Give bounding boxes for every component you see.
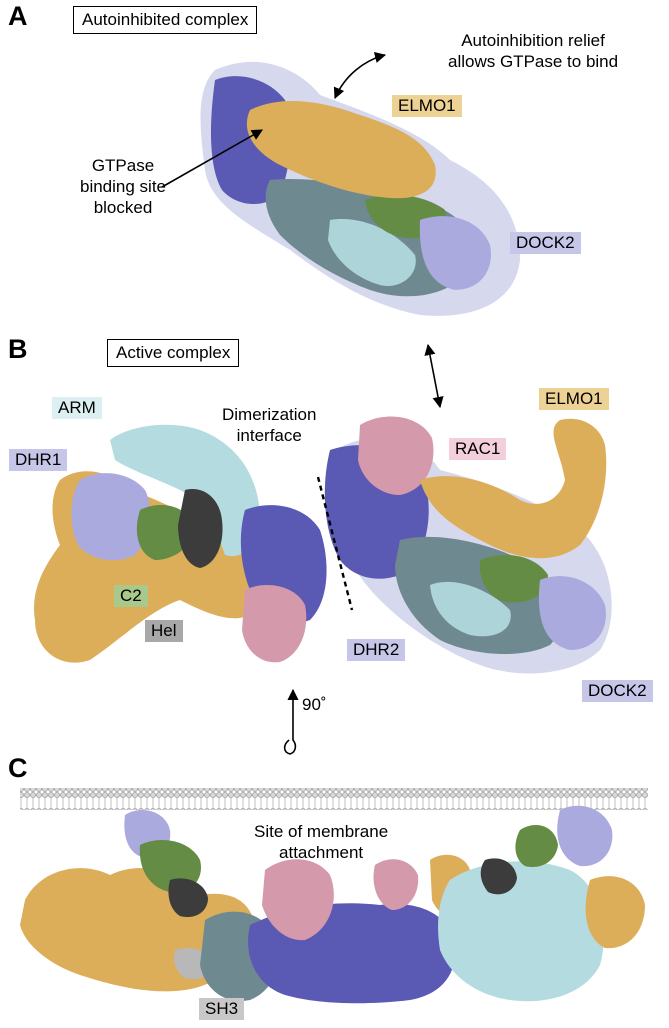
membrane-bilayer [20,788,648,810]
blocked-line-1: GTPase [91,156,155,175]
c2-right-surface [479,555,548,603]
dhr1-right-surface [538,576,606,650]
elmo1-right-surface [420,418,607,559]
rac1-right-c [373,859,419,910]
tag-hel: Hel [145,620,183,642]
relief-line-2: allows GTPase to bind [448,52,619,71]
arm-right-surface [430,581,511,637]
panel-a-structure [200,61,520,316]
tag-rac1: RAC1 [449,438,507,460]
tag-elmo1-a: ELMO1 [392,95,462,117]
hel-left-c [168,878,208,918]
ab-link-arrow [424,343,444,409]
rac1-left-surface [242,585,307,663]
dimerization-line-2: interface [236,426,302,445]
elmo1-surface-a [246,100,436,199]
relief-arrow [333,52,387,100]
tag-dhr2: DHR2 [347,639,406,661]
rotation-label: 90˚ [302,695,327,714]
relief-line-1: Autoinhibition relief [461,31,605,50]
blocked-site-arrow [161,129,263,188]
blocked-line-3: blocked [93,198,153,217]
rotation-arrow [283,688,299,755]
dimerization-line-1: Dimerization [222,405,317,424]
c2-right-c [515,825,558,868]
tag-dhr1: DHR1 [9,449,68,471]
dock2-light-lobe [419,216,491,290]
panel-b-title: Active complex [107,339,240,367]
panel-c-structure [20,805,645,1004]
dhr1-left-surface [71,473,151,561]
blocked-note: GTPase binding site blocked [80,155,166,218]
dimerization-line [316,476,354,611]
panel-c-letter: C [8,753,28,783]
panel-a-letter: A [8,1,28,31]
tag-dock2-a: DOCK2 [510,232,581,254]
tag-dock2-b: DOCK2 [582,680,653,702]
relief-note: Autoinhibition relief allows GTPase to b… [448,30,618,72]
tag-arm: ARM [52,397,102,419]
dhr1-right-c [557,805,613,867]
blocked-line-2: binding site [80,177,167,196]
elmo1-far-right-c [585,876,645,949]
panel-b-letter: B [8,334,28,364]
arm-light-region [328,219,416,286]
panel-a-title: Autoinhibited complex [73,6,258,34]
arm-right-c [438,861,604,1002]
rac1-right-surface [358,416,434,495]
dimerization-note: Dimerization interface [222,404,316,446]
membrane-line-2: attachment [279,843,364,862]
membrane-note: Site of membrane attachment [254,821,388,863]
membrane-line-1: Site of membrane [254,822,389,841]
hel-left-surface [178,489,223,568]
hel-right-c [480,858,517,895]
tag-elmo1-b: ELMO1 [539,388,609,410]
panel-b-structure [34,416,612,674]
tag-sh3: SH3 [199,998,245,1020]
rac1-left-c [262,859,334,941]
tag-c2: C2 [114,585,148,607]
